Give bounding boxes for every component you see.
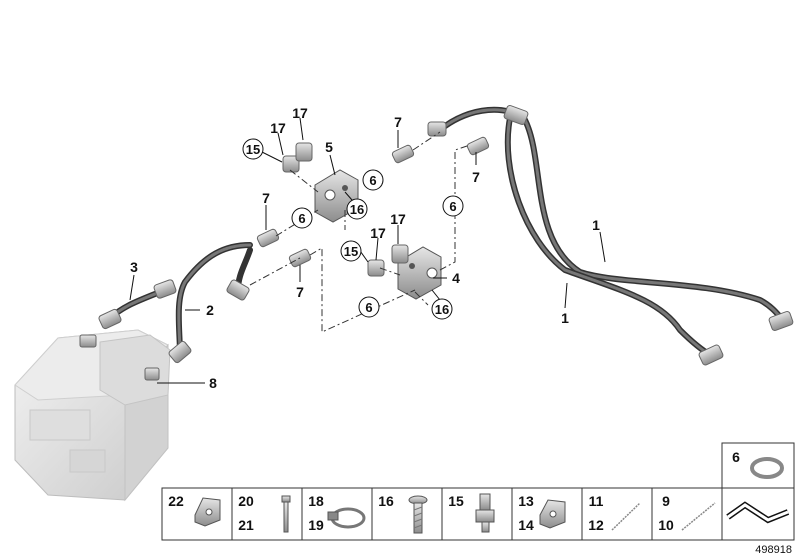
callout-2: 2: [206, 302, 214, 318]
washer-box: 6: [721, 442, 795, 489]
parts-cell-5-top: 15: [448, 493, 464, 509]
parts-cell-1-top: 22: [168, 493, 184, 509]
parts-table: 22 20 21 18 19 16 15 13 14 11 12 9 10: [161, 487, 795, 541]
abs-unit: [14, 329, 171, 502]
hose-clamp-icon: [327, 507, 366, 529]
protective-caps: [282, 142, 409, 277]
callout-6d: 6: [449, 199, 456, 214]
callout-7d: 7: [296, 284, 304, 300]
distributor-block-4: [397, 246, 442, 300]
parts-cell-2-top: 20: [238, 493, 254, 509]
callout-6a: 6: [369, 173, 376, 188]
parts-cell-3-bottom: 19: [308, 517, 324, 533]
callout-16a: 16: [350, 202, 364, 217]
callout-17d: 17: [390, 211, 406, 227]
callout-17a: 17: [270, 120, 286, 136]
brake-hose-2: [175, 242, 253, 358]
clip-nut-icon: [194, 497, 221, 527]
parts-cell-8-bottom: 10: [658, 517, 674, 533]
callout-1b: 1: [561, 310, 569, 326]
callout-7b: 7: [472, 169, 480, 185]
callout-17b: 17: [292, 105, 308, 121]
callout-8: 8: [209, 375, 217, 391]
parts-cell-6-bottom: 14: [518, 517, 534, 533]
banjo-bolt-icon: [475, 493, 495, 533]
callout-17c: 17: [370, 225, 386, 241]
callout-16b: 16: [435, 302, 449, 317]
callout-15a: 15: [246, 142, 260, 157]
parts-cell-7-bottom: 12: [588, 517, 604, 533]
washer-box-label: 6: [732, 449, 740, 465]
callout-labels: 1 1 2 3 4 5 7 7 7 7 8 17 17 17 17 15 15 …: [130, 105, 600, 391]
callout-1a: 1: [592, 217, 600, 233]
callout-7a: 7: [394, 114, 402, 130]
parts-cell-2-bottom: 21: [238, 517, 254, 533]
callout-6b: 6: [298, 211, 305, 226]
callout-3: 3: [130, 259, 138, 275]
cable-tie-icon: [611, 502, 641, 531]
parts-cell-6-top: 13: [518, 493, 534, 509]
parts-cell-7-top: 11: [589, 493, 604, 509]
spring-nut-icon: [539, 499, 566, 529]
hose-end-fittings: [427, 105, 794, 366]
bracket-icon: [726, 501, 790, 524]
line-fittings: [79, 279, 250, 381]
callout-7c: 7: [262, 190, 270, 206]
callout-4: 4: [452, 270, 460, 286]
parts-cell-8-top: 9: [662, 493, 670, 509]
screw-icon: [408, 495, 428, 534]
cable-tie-icon-2: [681, 502, 716, 531]
callout-15b: 15: [344, 244, 358, 259]
leader-lines: [129, 117, 606, 384]
reference-number: 498918: [755, 544, 792, 556]
callout-6c: 6: [365, 300, 372, 315]
callout-5: 5: [325, 139, 333, 155]
circled-callouts: [242, 138, 464, 320]
parts-cell-4-top: 16: [378, 493, 394, 509]
rivet-icon: [281, 495, 291, 533]
parts-cell-3-top: 18: [308, 493, 324, 509]
brake-hose-1: [437, 106, 788, 359]
